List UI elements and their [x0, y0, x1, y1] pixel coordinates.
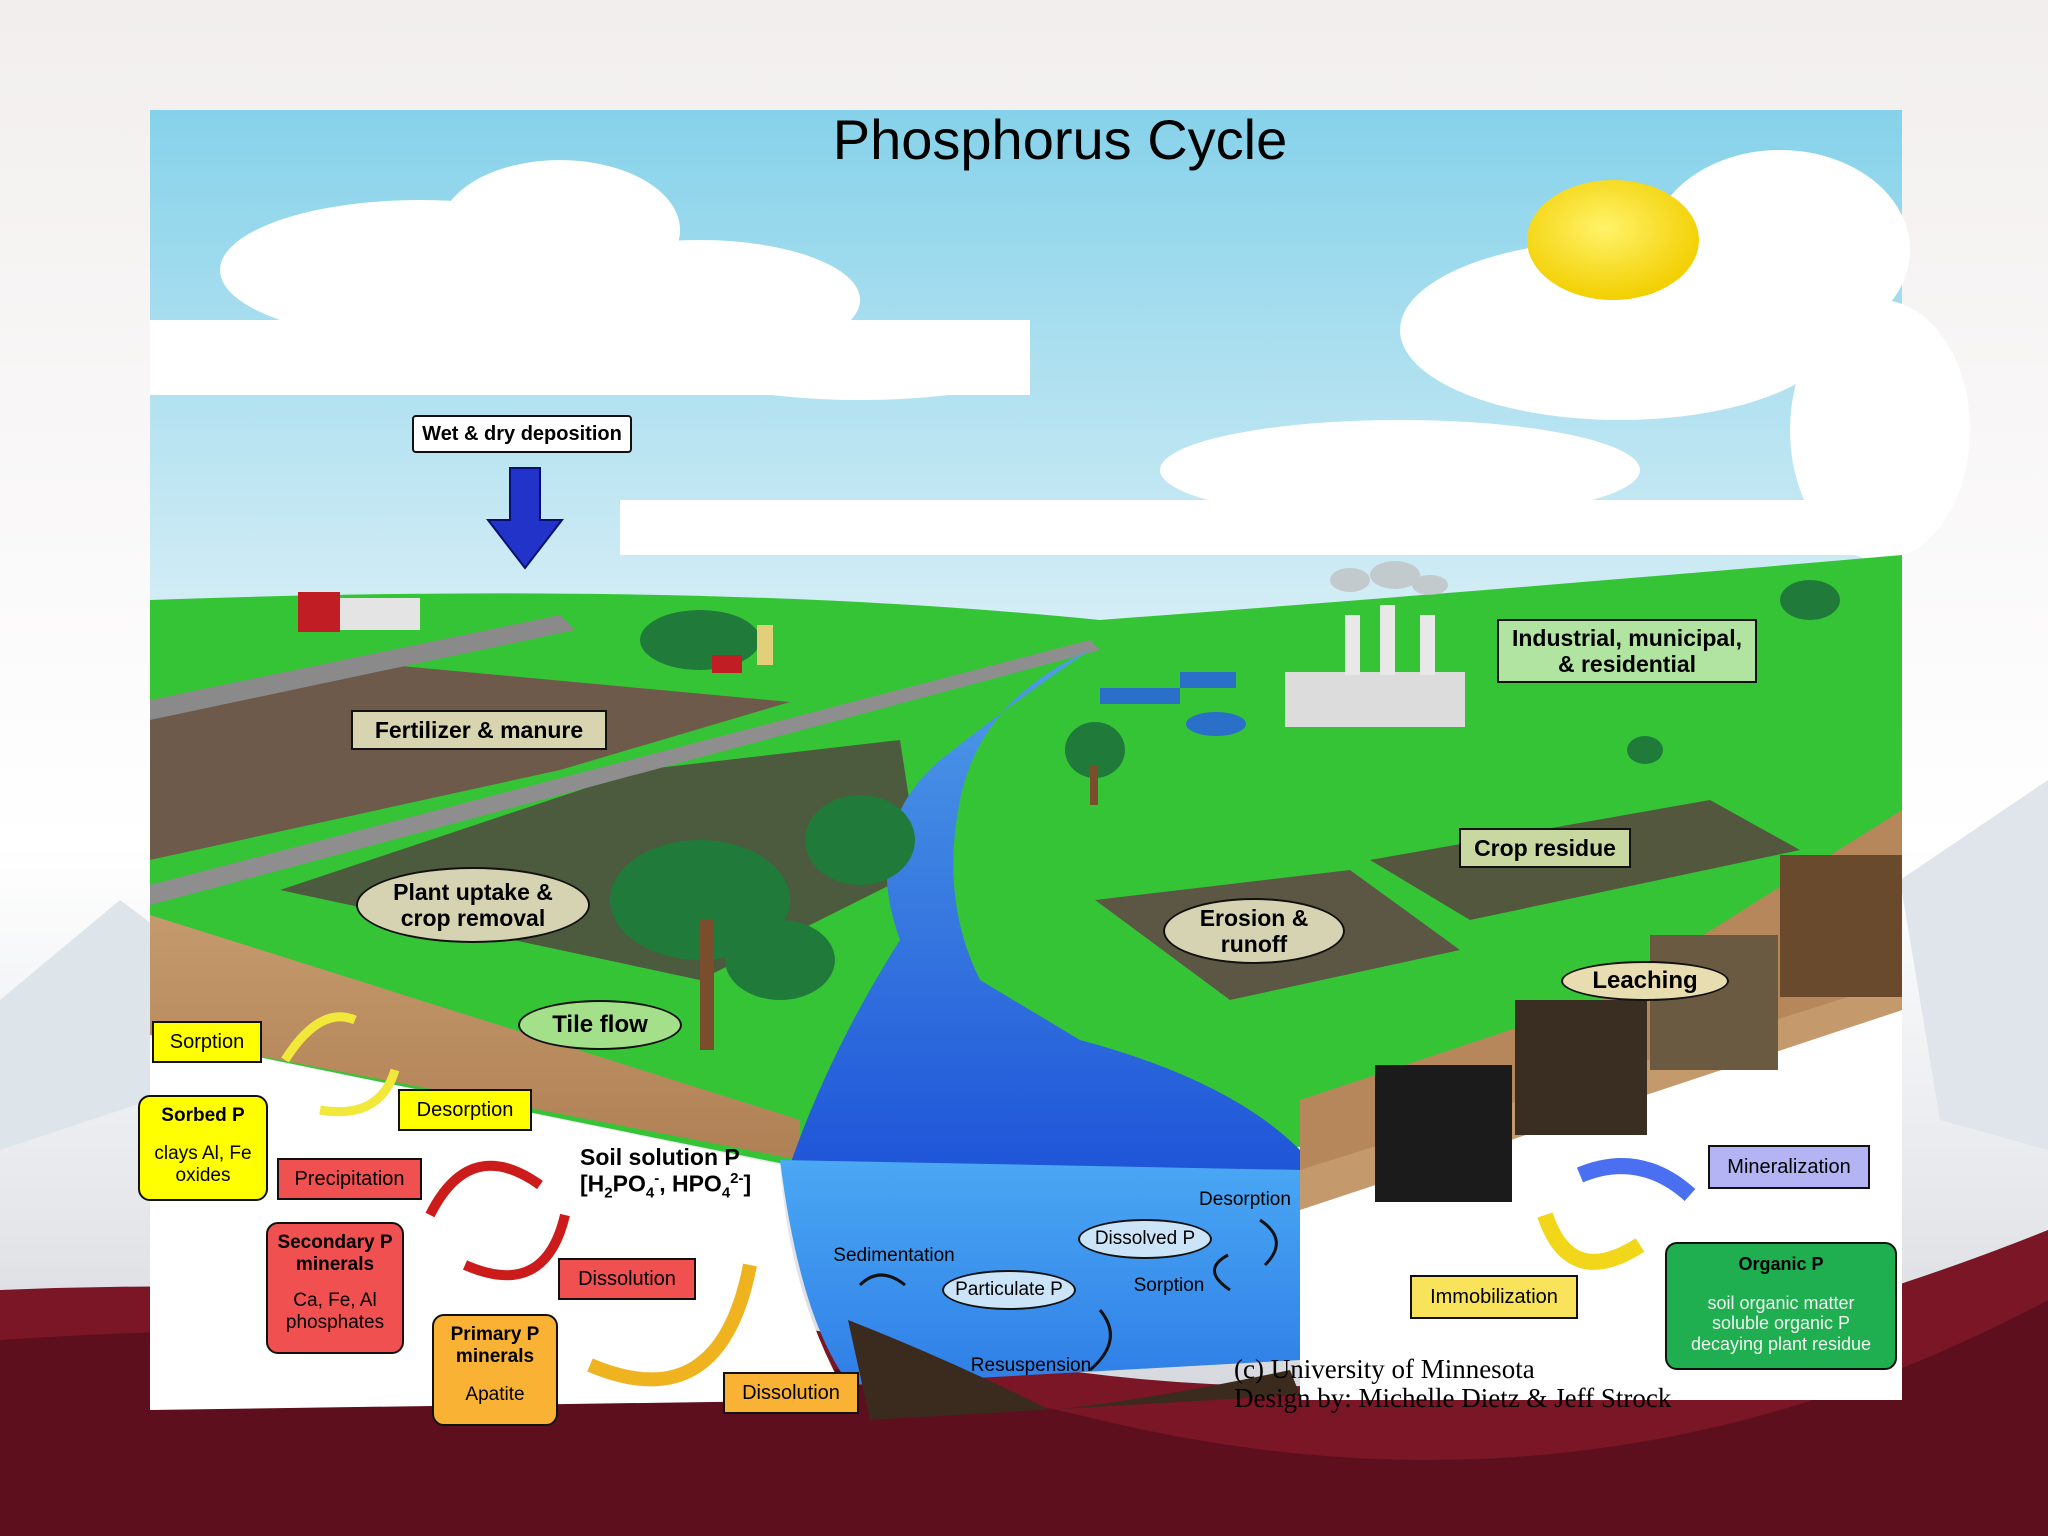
- soil-profile-photos: [1375, 855, 1902, 1202]
- label-erosion-runoff: Erosion & runoff: [1163, 898, 1345, 964]
- primary-p-detail: Apatite: [465, 1383, 525, 1405]
- secondary-p-title: Secondary P minerals: [277, 1232, 393, 1275]
- label-sorption: Sorption: [152, 1021, 262, 1063]
- label-dissolution-1: Dissolution: [558, 1258, 696, 1300]
- label-immobilization: Immobilization: [1410, 1275, 1578, 1319]
- label-crop-residue: Crop residue: [1459, 828, 1631, 868]
- soil-solution-title: Soil solution P: [580, 1144, 740, 1171]
- label-dissolved-p: Dissolved P: [1078, 1219, 1212, 1259]
- label-mineralization: Mineralization: [1708, 1145, 1870, 1189]
- label-soil-solution-p: Soil solution P [H2PO4-, HPO42-]: [580, 1140, 790, 1206]
- sorbed-p-title: Sorbed P: [161, 1105, 245, 1126]
- sorbed-p-detail: clays Al, Fe oxides: [154, 1142, 252, 1186]
- label-industrial: Industrial, municipal, & residential: [1497, 619, 1757, 683]
- label-dissolution-2: Dissolution: [723, 1372, 859, 1414]
- label-plant-uptake: Plant uptake & crop removal: [356, 867, 590, 943]
- formula-sup-2minus: 2-: [730, 1170, 744, 1188]
- label-leaching: Leaching: [1561, 961, 1729, 1001]
- formula-open: [H: [580, 1171, 605, 1198]
- box-primary-p-minerals: Primary P minerals Apatite: [432, 1314, 558, 1426]
- formula-close: ]: [743, 1171, 752, 1198]
- organic-p-detail: soil organic matter soluble organic P de…: [1690, 1292, 1872, 1355]
- label-water-sorption: Sorption: [1133, 1275, 1205, 1297]
- label-water-desorption: Desorption: [1199, 1189, 1291, 1211]
- secondary-p-detail: Ca, Fe, Al phosphates: [285, 1289, 385, 1333]
- label-wet-dry-deposition: Wet & dry deposition: [412, 415, 632, 453]
- diagram-title: Phosphorus Cycle: [832, 107, 1288, 171]
- box-sorbed-p: Sorbed P clays Al, Fe oxides: [138, 1095, 268, 1201]
- formula-po: PO: [612, 1171, 646, 1198]
- primary-p-title: Primary P minerals: [450, 1324, 540, 1367]
- soil-solution-formula: [H2PO4-, HPO42-]: [580, 1170, 751, 1202]
- credit-designers: Design by: Michelle Dietz & Jeff Strock: [1234, 1383, 1672, 1414]
- organic-p-title: Organic P: [1738, 1254, 1824, 1274]
- label-desorption: Desorption: [398, 1089, 532, 1131]
- label-tile-flow: Tile flow: [518, 1000, 682, 1050]
- formula-sub-4: 4: [645, 1184, 655, 1202]
- deposition-arrow: [485, 467, 565, 570]
- label-particulate-p: Particulate P: [942, 1270, 1076, 1310]
- label-fertilizer-manure: Fertilizer & manure: [351, 710, 607, 750]
- label-resuspension: Resuspension: [970, 1355, 1092, 1377]
- box-secondary-p-minerals: Secondary P minerals Ca, Fe, Al phosphat…: [266, 1222, 404, 1354]
- credit-university: (c) University of Minnesota: [1234, 1354, 1535, 1385]
- box-organic-p: Organic P soil organic matter soluble or…: [1665, 1242, 1897, 1370]
- label-precipitation: Precipitation: [277, 1158, 422, 1200]
- formula-sub-2: 2: [604, 1184, 613, 1202]
- formula-sup-minus: -: [654, 1170, 660, 1188]
- formula-sub-4b: 4: [721, 1184, 731, 1202]
- formula-mid: , HPO: [659, 1171, 722, 1198]
- label-sedimentation: Sedimentation: [833, 1245, 955, 1267]
